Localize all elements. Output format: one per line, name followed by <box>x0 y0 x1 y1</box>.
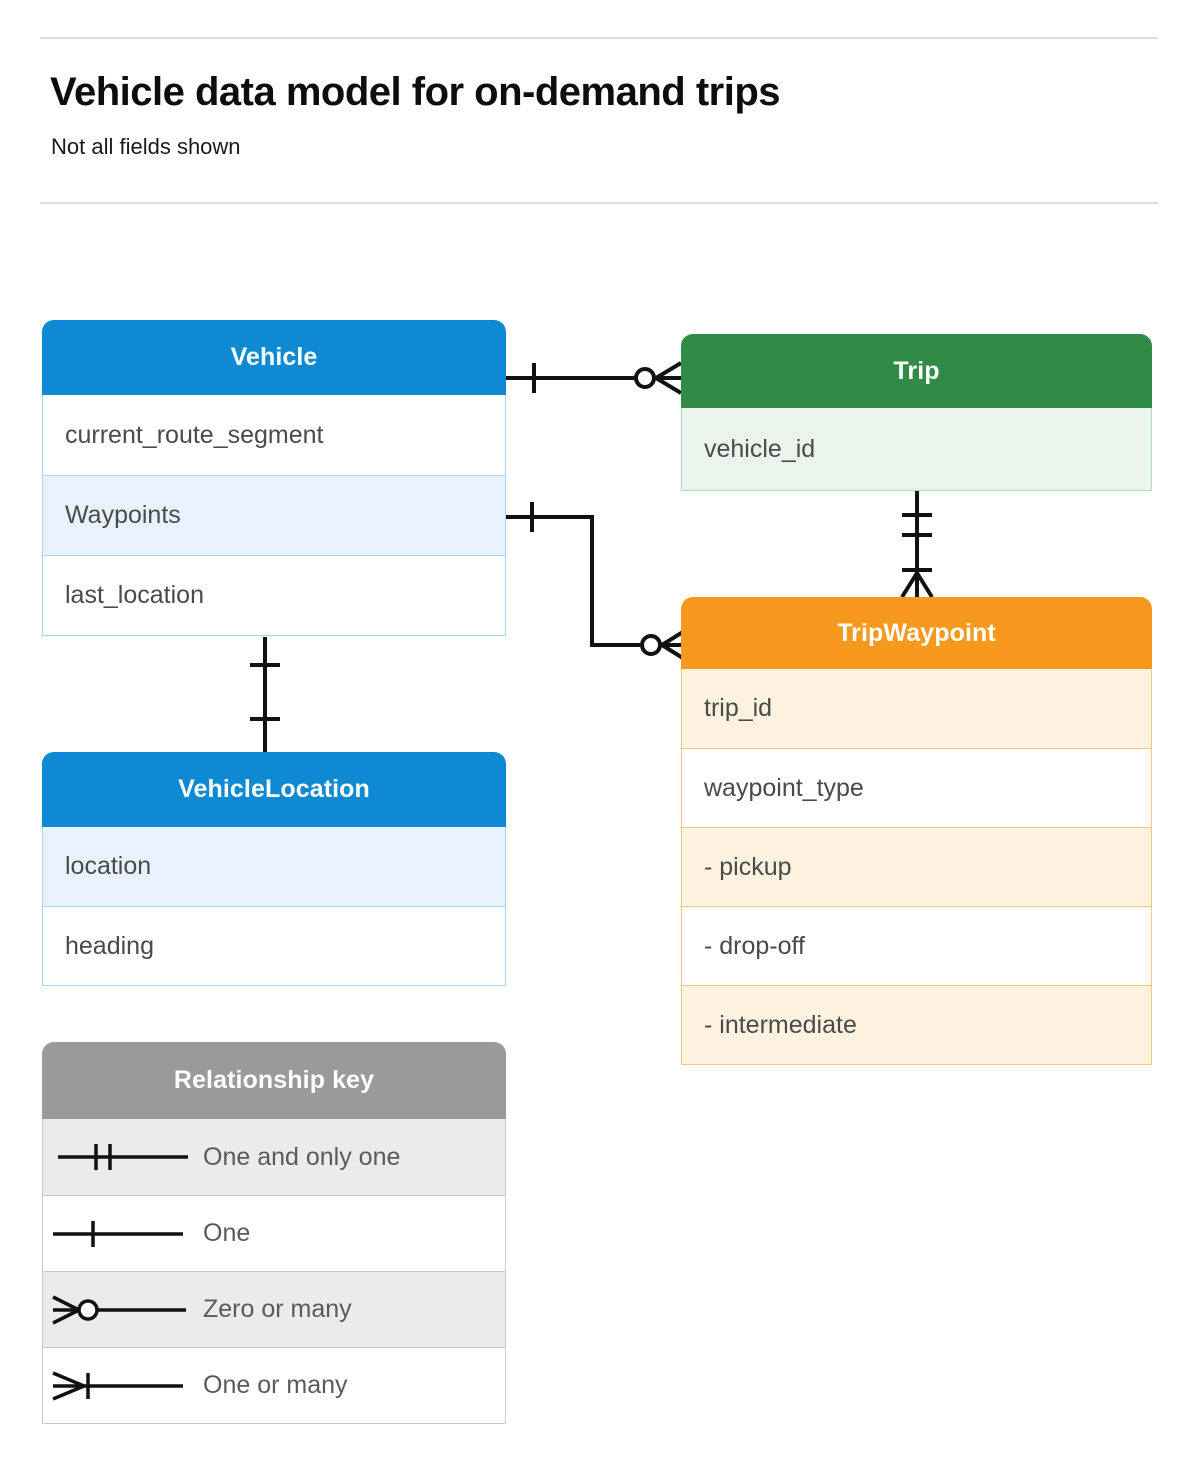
entity-tripwaypoint[interactable]: TripWaypoint trip_id waypoint_type - pic… <box>681 597 1152 1065</box>
entity-field-row[interactable]: - pickup <box>682 827 1151 906</box>
page-subtitle: Not all fields shown <box>51 134 241 159</box>
cardinality-zero-circle <box>634 367 656 389</box>
entity-tripwaypoint-fields: trip_id waypoint_type - pickup - drop-of… <box>681 669 1152 1065</box>
entity-field-row[interactable]: trip_id <box>682 669 1151 748</box>
cardinality-zero-circle <box>640 634 662 656</box>
entity-field-row[interactable]: - drop-off <box>682 906 1151 985</box>
header-divider-top <box>40 37 1158 39</box>
connector-waypoints-tripwaypoint <box>505 515 640 647</box>
entity-trip-fields: vehicle_id <box>681 408 1152 491</box>
entity-vehiclelocation[interactable]: VehicleLocation location heading <box>42 752 506 986</box>
relationship-key-legend: Relationship key One and only one <box>42 1042 506 1424</box>
entity-field-row[interactable]: waypoint_type <box>682 748 1151 827</box>
entity-field-row[interactable]: last_location <box>43 555 505 635</box>
zero-or-many-icon <box>43 1290 203 1330</box>
entity-field-row[interactable]: - intermediate <box>682 985 1151 1064</box>
one-and-only-one-icon <box>43 1137 203 1177</box>
header-divider-bottom <box>40 202 1158 204</box>
entity-field-row[interactable]: Waypoints <box>43 475 505 555</box>
legend-item-one-or-many: One or many <box>43 1347 505 1423</box>
entity-field-row[interactable]: current_route_segment <box>43 395 505 475</box>
entity-field-row[interactable]: heading <box>43 906 505 985</box>
entity-vehicle[interactable]: Vehicle current_route_segment Waypoints … <box>42 320 506 636</box>
one-icon <box>43 1214 203 1254</box>
entity-vehiclelocation-title: VehicleLocation <box>42 752 506 827</box>
legend-item-label: One or many <box>203 1371 348 1399</box>
legend-rows: One and only one One <box>42 1119 506 1424</box>
legend-item-label: Zero or many <box>203 1295 352 1323</box>
entity-vehiclelocation-fields: location heading <box>42 827 506 986</box>
legend-item-label: One <box>203 1219 251 1247</box>
entity-vehicle-title: Vehicle <box>42 320 506 395</box>
legend-title: Relationship key <box>42 1042 506 1119</box>
page-title: Vehicle data model for on-demand trips <box>50 70 781 114</box>
entity-field-row[interactable]: location <box>43 827 505 906</box>
entity-trip-title: Trip <box>681 334 1152 408</box>
entity-field-row[interactable]: vehicle_id <box>682 408 1151 490</box>
entity-trip[interactable]: Trip vehicle_id <box>681 334 1152 491</box>
legend-item-one-and-only-one: One and only one <box>43 1119 505 1195</box>
entity-vehicle-fields: current_route_segment Waypoints last_loc… <box>42 395 506 636</box>
legend-item-zero-or-many: Zero or many <box>43 1271 505 1347</box>
entity-tripwaypoint-title: TripWaypoint <box>681 597 1152 669</box>
legend-item-label: One and only one <box>203 1142 401 1171</box>
one-or-many-icon <box>43 1366 203 1406</box>
legend-item-one: One <box>43 1195 505 1271</box>
